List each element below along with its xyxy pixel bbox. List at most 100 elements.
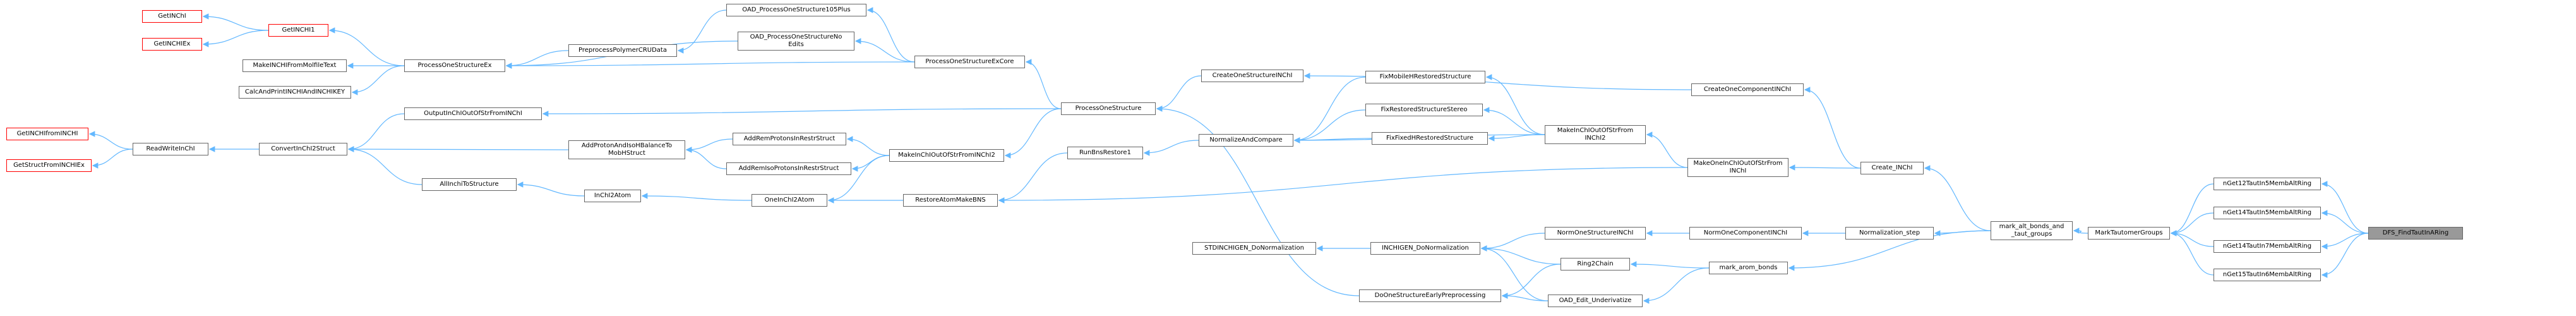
node-normonestructureinchi[interactable]: NormOneStructureINChI — [1545, 227, 1646, 240]
call-edge — [1293, 76, 1366, 143]
node-label: MakeOneInChIOutOfStrFrom INChI — [1693, 160, 1783, 174]
node-getstructfrominchiex[interactable]: GetStructFromINCHIEx — [6, 159, 92, 172]
call-edge — [641, 193, 752, 201]
node-label: GetINCHIfromINCHI — [16, 130, 78, 137]
node-label: GetINChI — [158, 13, 186, 20]
call-edge — [827, 155, 890, 204]
node-readwriteinchi[interactable]: ReadWriteInChI — [133, 143, 208, 155]
node-marktautomergroups[interactable]: MarkTautomerGroups — [2088, 227, 2170, 240]
node-processonestructureexcore[interactable]: ProcessOneStructureExCore — [914, 56, 1025, 68]
node-inchigen-donormalization[interactable]: INCHIGEN_DoNormalization — [1370, 242, 1480, 255]
node-stdinchigen-donormalization[interactable]: STDINCHIGEN_DoNormalization — [1192, 242, 1316, 255]
call-edge — [347, 146, 422, 185]
node-outputinchioutofstrfrominchi[interactable]: OutputInChIOutOfStrFromINChI — [404, 107, 542, 120]
call-edge — [2321, 233, 2369, 278]
call-edge — [1488, 134, 1545, 142]
node-oad-processonestructure105plus[interactable]: OAD_ProcessOneStructure105Plus — [726, 4, 866, 16]
node-addremprotonsinrestrstruct[interactable]: AddRemProtonsInRestrStruct — [733, 133, 846, 145]
node-fixrestoredstructurestereo[interactable]: FixRestoredStructureStereo — [1365, 104, 1483, 116]
node-label: CalcAndPrintINCHIAndINCHIKEY — [244, 88, 345, 95]
node-nget14tautin7membaltring[interactable]: nGet14TautIn7MembAltRing — [2214, 240, 2321, 253]
node-createonestructureinchi[interactable]: CreateOneStructureINChI — [1201, 70, 1303, 82]
call-edge — [998, 167, 1688, 204]
node-normonecomponentinchi[interactable]: NormOneComponentINChI — [1689, 227, 1802, 240]
node-label: GetINCHI1 — [282, 27, 315, 33]
call-edge — [1924, 165, 1991, 231]
node-label: INCHIGEN_DoNormalization — [1382, 245, 1469, 252]
call-edge — [1025, 59, 1062, 109]
node-label: nGet15TautIn6MembAltRing — [2222, 271, 2312, 278]
node-label: PreprocessPolymerCRUData — [578, 47, 667, 54]
node-label: CreateOneComponentINChI — [1703, 86, 1792, 93]
call-edge — [347, 113, 405, 152]
node-getinchifrominchi[interactable]: GetINCHIfromINCHI — [6, 128, 88, 140]
node-label: ReadWriteInChI — [146, 145, 195, 152]
call-edge — [1788, 230, 1991, 271]
call-edge — [1643, 267, 1710, 304]
node-oneinchi2atom[interactable]: OneInChI2Atom — [752, 194, 827, 207]
call-edge — [677, 9, 727, 54]
node-label: DFS_FindTautInARing — [2382, 229, 2449, 236]
node-oad-processonestructurenoedits[interactable]: OAD_ProcessOneStructureNo Edits — [738, 32, 854, 51]
node-label: RunBnsRestore1 — [1079, 149, 1131, 156]
node-label: DoOneStructureEarlyPreprocessing — [1374, 292, 1486, 299]
node-mark-arom-bonds[interactable]: mark_arom_bonds — [1709, 262, 1788, 274]
node-makeinchioutofstrfrominchi2-right[interactable]: MakeInChIOutOfStrFrom INChI2 — [1545, 125, 1646, 144]
node-normalization-step[interactable]: Normalization_step — [1845, 227, 1934, 240]
call-edge — [202, 13, 269, 31]
node-ring2chain[interactable]: Ring2Chain — [1561, 258, 1630, 270]
node-processonestructure[interactable]: ProcessOneStructure — [1061, 102, 1156, 115]
call-edge — [1485, 74, 1545, 135]
node-label: MakeINCHIFromMolfileText — [253, 62, 337, 69]
node-calcandprintinchiandinchikey[interactable]: CalcAndPrintINCHIAndINCHIKEY — [239, 86, 351, 99]
node-preprocesspolymercrudata[interactable]: PreprocessPolymerCRUData — [568, 44, 677, 57]
node-normalizeandcompare[interactable]: NormalizeAndCompare — [1199, 134, 1293, 147]
node-makeinchifrommolfiletext[interactable]: MakeINCHIFromMolfileText — [243, 59, 347, 72]
node-addprotonandisohbalancetomobhstruct[interactable]: AddProtonAndIsoHBalanceTo MobHStruct — [568, 140, 685, 159]
node-label: nGet14TautIn7MembAltRing — [2222, 243, 2312, 250]
node-label: mark_arom_bonds — [1719, 264, 1778, 271]
call-edge — [2073, 228, 2088, 234]
node-addremisoprotonsinrestrstruct[interactable]: AddRemIsoProtonsInRestrStruct — [726, 162, 851, 175]
node-getinchi1[interactable]: GetINCHI1 — [268, 24, 328, 37]
node-mark-alt-bonds-and-taut-groups[interactable]: mark_alt_bonds_and _taut_groups — [1991, 221, 2073, 240]
node-create-inchi[interactable]: Create_INChI — [1860, 162, 1924, 174]
node-label: Normalization_step — [1859, 229, 1920, 236]
node-oad-edit-underivatize[interactable]: OAD_Edit_Underivatize — [1548, 295, 1643, 307]
node-restoreatommakebns[interactable]: RestoreAtomMakeBNS — [903, 194, 998, 207]
call-edge — [2321, 210, 2369, 234]
node-processonestructureex[interactable]: ProcessOneStructureEx — [404, 59, 505, 72]
node-nget14tautin5membaltring[interactable]: nGet14TautIn5MembAltRing — [2214, 207, 2321, 219]
node-fixfixedhrestoredstructure[interactable]: FixFixedHRestoredStructure — [1372, 132, 1488, 145]
node-runbnsrestore1[interactable]: RunBnsRestore1 — [1067, 147, 1143, 159]
node-dfs-findtautinaring[interactable]: DFS_FindTautInARing — [2368, 227, 2463, 240]
call-edge — [1630, 261, 1710, 269]
node-convertinchi2struct[interactable]: ConvertInChI2Struct — [259, 143, 347, 155]
call-edge — [2170, 230, 2214, 247]
call-edge — [2321, 233, 2369, 250]
call-edge — [1501, 293, 1549, 301]
node-fixmobilehrestoredstructure[interactable]: FixMobileHRestoredStructure — [1365, 71, 1485, 83]
node-nget15tautin6membaltring[interactable]: nGet15TautIn6MembAltRing — [2214, 269, 2321, 281]
node-getinchi[interactable]: GetINChI — [142, 10, 202, 23]
node-makeinchioutofstrfrominchi2-mid[interactable]: MakeInChIOutOfStrFromINChI2 — [889, 149, 1004, 162]
node-createonecomponentinchi[interactable]: CreateOneComponentINChI — [1691, 83, 1804, 96]
node-nget12tautin5membaltring[interactable]: nGet12TautIn5MembAltRing — [2214, 178, 2321, 190]
node-doonestructureearlypreprocessing[interactable]: DoOneStructureEarlyPreprocessing — [1359, 289, 1501, 302]
node-inchi2atom[interactable]: InChI2Atom — [584, 190, 641, 202]
call-edge — [1480, 245, 1549, 301]
node-label: InChI2Atom — [594, 192, 632, 199]
node-label: OutputInChIOutOfStrFromINChI — [424, 110, 522, 117]
node-label: AddRemIsoProtonsInRestrStruct — [738, 165, 839, 172]
node-label: AddProtonAndIsoHBalanceTo MobHStruct — [581, 142, 673, 157]
node-allinchitostructure[interactable]: AllInchiToStructure — [422, 178, 517, 191]
call-edge — [685, 138, 733, 153]
node-label: OneInChI2Atom — [764, 197, 815, 204]
call-edge — [1804, 87, 1861, 169]
node-getinchiex[interactable]: GetINCHIEx — [142, 38, 202, 51]
node-makeoneinchioutofstrfrominchi[interactable]: MakeOneInChIOutOfStrFrom INChI — [1687, 158, 1788, 177]
call-edge — [2170, 183, 2214, 236]
node-label: FixFixedHRestoredStructure — [1386, 135, 1473, 142]
node-label: ProcessOneStructure — [1075, 105, 1142, 112]
